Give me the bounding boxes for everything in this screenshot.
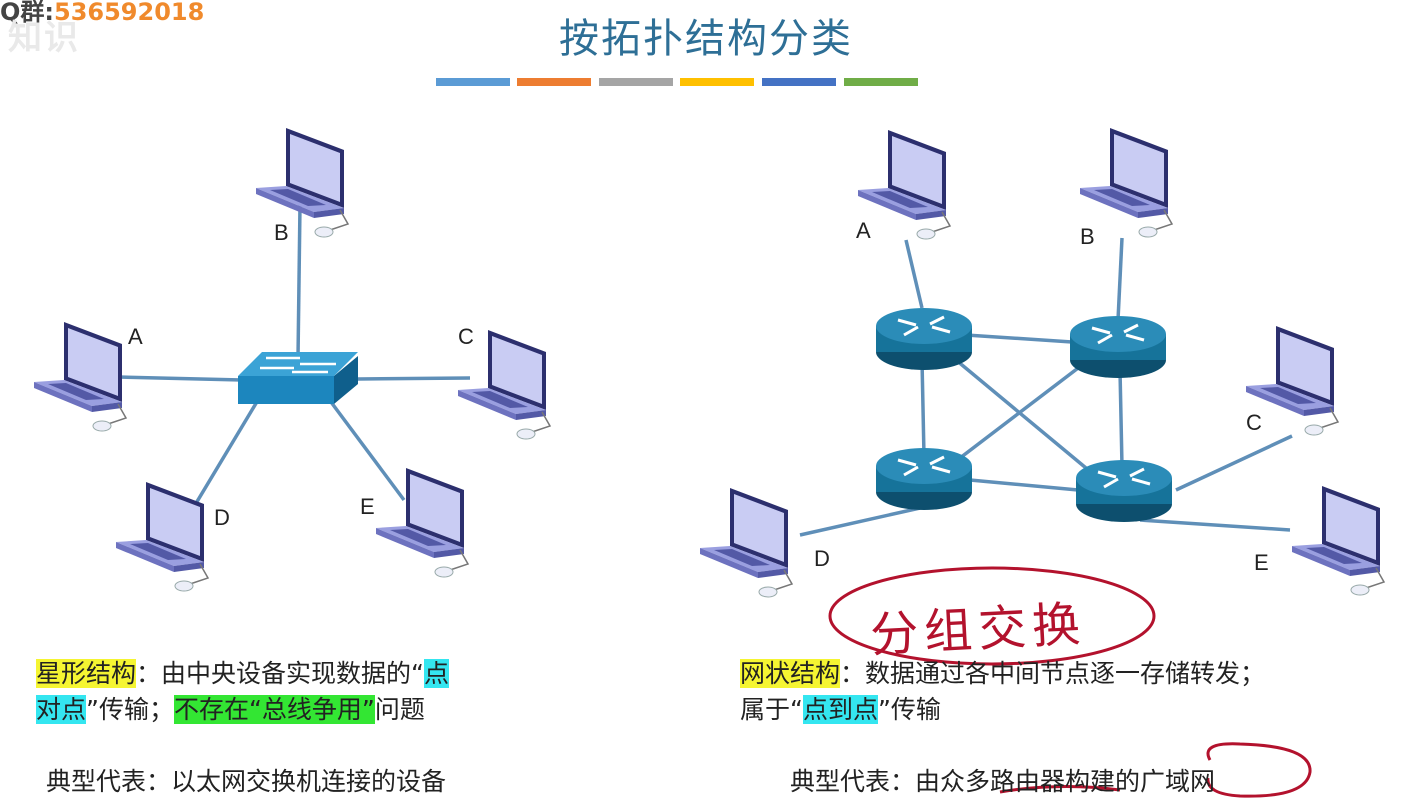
mesh-node-label-a: A: [856, 218, 871, 243]
color-bar-3: [599, 78, 673, 86]
color-bar-1: [436, 78, 510, 86]
star-example: 典型代表：以太网交换机连接的设备: [46, 767, 447, 796]
star-node-label-d: D: [214, 505, 230, 530]
page-title: 按拓扑结构分类: [559, 16, 853, 62]
star-node-label-a: A: [128, 324, 143, 349]
router-icon: [874, 446, 974, 512]
watermark-number: 536592018: [54, 0, 205, 26]
router-icon: [1074, 458, 1174, 524]
switch-icon: [238, 352, 358, 404]
star-description: 星形结构：由中央设备实现数据的“点 对点”传输；不存在“总线争用”问题: [36, 656, 556, 728]
watermark: Q群:536592018: [0, 0, 204, 27]
router-icon: [874, 306, 974, 372]
mesh-description: 网状结构：数据通过各中间节点逐一存储转发； 属于“点到点”传输: [740, 656, 1380, 728]
handwritten-note: 分组交换: [868, 596, 1088, 664]
mesh-desc-text: ：数据通过各中间节点逐一存储转发；: [840, 659, 1266, 688]
mesh-node-label-b: B: [1080, 224, 1095, 249]
star-highlight-no-contention: 不存在“总线争用”: [173, 695, 375, 724]
mesh-desc-suffix: ”传输: [877, 695, 941, 724]
star-desc-mid: ”传输；: [86, 695, 174, 724]
color-bar-4: [680, 78, 754, 86]
router-icon: [1068, 314, 1168, 380]
mesh-desc-prefix: 属于“: [740, 695, 803, 724]
star-node-label-b: B: [274, 220, 289, 245]
mesh-highlight-p2p: 点到点: [802, 695, 878, 724]
star-highlight-to-point: 对点: [36, 695, 87, 724]
mesh-term: 网状结构: [740, 659, 841, 688]
mesh-node-label-d: D: [814, 546, 830, 571]
star-desc-end: 问题: [374, 695, 425, 724]
star-node-label-e: E: [360, 494, 375, 519]
color-bar-6: [844, 78, 918, 86]
color-bar-5: [762, 78, 836, 86]
star-desc-text: ：由中央设备实现数据的“: [136, 659, 424, 688]
watermark-logo: 知识: [8, 18, 80, 58]
mesh-node-label-c: C: [1246, 410, 1262, 435]
watermark-prefix: Q群:: [0, 0, 54, 26]
mesh-node-label-e: E: [1254, 550, 1269, 575]
star-term: 星形结构: [36, 659, 137, 688]
star-highlight-point: 点: [423, 659, 449, 688]
star-node-label-c: C: [458, 324, 474, 349]
color-bar-2: [517, 78, 591, 86]
mesh-example: 典型代表：由众多路由器构建的广域网: [790, 767, 1216, 796]
